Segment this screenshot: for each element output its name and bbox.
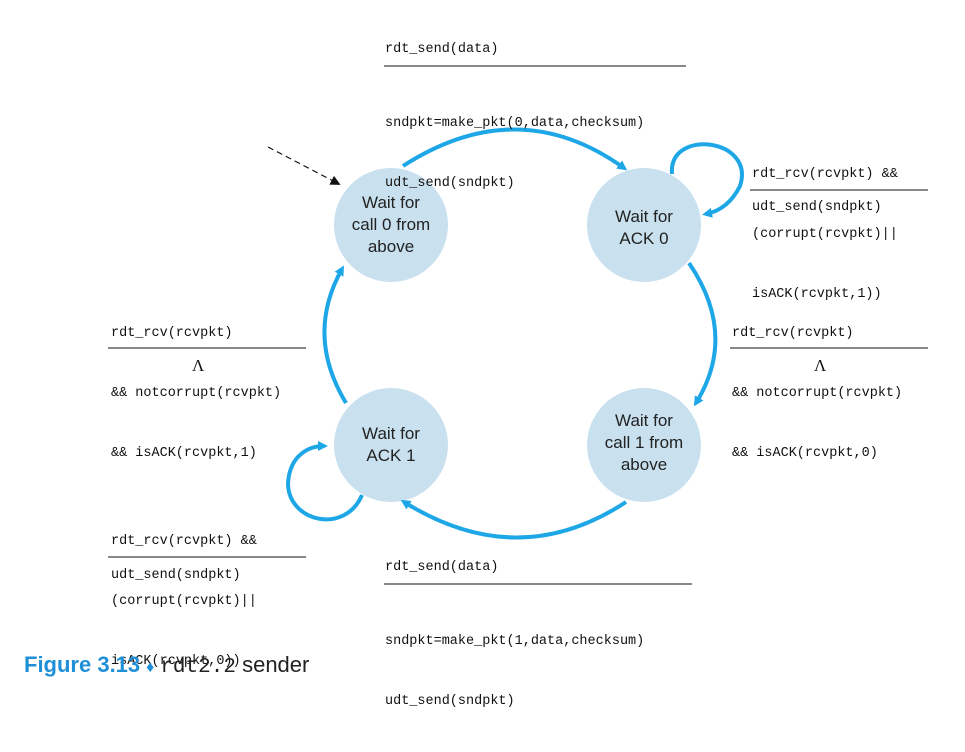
state-label-line: above (367, 237, 415, 256)
event-line: && isACK(rcvpkt,1) (111, 446, 257, 461)
state-label-line: Wait for (615, 207, 673, 226)
event-line: (corrupt(rcvpkt)|| (752, 227, 898, 242)
state-label-line: Wait for (615, 411, 673, 430)
transition-arrow-bottom (400, 499, 628, 540)
state-wait-call0-label: Wait for call 0 from above (332, 192, 450, 258)
transition-left-lambda: Λ (192, 356, 205, 375)
event-line: && isACK(rcvpkt,0) (732, 446, 878, 461)
state-wait-ack1-label: Wait for ACK 1 (332, 423, 450, 467)
state-wait-ack1-circle (334, 388, 448, 502)
state-label-line: ACK 0 (619, 229, 669, 248)
initial-state-arrow (267, 146, 341, 185)
transition-ack1-self-event: rdt_rcv(rcvpkt) && (corrupt(rcvpkt)|| is… (111, 492, 257, 712)
state-wait-call1-label: Wait for call 1 from above (585, 410, 703, 476)
transition-arrow-right (687, 261, 718, 407)
transition-arrow-top (401, 127, 628, 171)
transition-bottom-event: rdt_send(data) (385, 560, 499, 575)
transition-left-event: rdt_rcv(rcvpkt) && notcorrupt(rcvpkt) &&… (111, 284, 281, 504)
state-label-line: above (620, 455, 668, 474)
action-line: sndpkt=make_pkt(0,data,checksum) (385, 116, 645, 131)
state-wait-call0-circle (334, 168, 448, 282)
transition-top-actions: sndpkt=make_pkt(0,data,checksum) udt_sen… (385, 74, 644, 234)
event-line: (corrupt(rcvpkt)|| (111, 594, 257, 609)
transition-ack0-self-action: udt_send(sndpkt) (752, 200, 882, 215)
transition-right-lambda: Λ (814, 356, 827, 375)
transition-bottom-actions: sndpkt=make_pkt(1,data,checksum) udt_sen… (385, 592, 644, 752)
state-label-line: Wait for (362, 424, 420, 443)
transition-top-event: rdt_send(data) (385, 42, 499, 57)
event-line: rdt_rcv(rcvpkt) && (111, 534, 257, 549)
event-line: isACK(rcvpkt,1)) (752, 287, 882, 302)
event-line: && notcorrupt(rcvpkt) (111, 386, 282, 401)
action-line: sndpkt=make_pkt(1,data,checksum) (385, 634, 645, 649)
transition-arrow-ack0-self (669, 142, 744, 218)
transition-ack1-self-action: udt_send(sndpkt) (111, 568, 241, 583)
state-wait-call1-circle (587, 388, 701, 502)
transition-ack0-self-event: rdt_rcv(rcvpkt) && (corrupt(rcvpkt)|| is… (752, 125, 898, 345)
event-line: && notcorrupt(rcvpkt) (732, 386, 903, 401)
action-line: udt_send(sndpkt) (385, 176, 515, 191)
state-label-line: ACK 1 (366, 446, 416, 465)
event-line: rdt_rcv(rcvpkt) (111, 326, 233, 341)
diamond-icon: ♦ (146, 659, 155, 676)
transition-arrow-ack1-self (285, 441, 364, 522)
figure-caption-text: sender (242, 652, 310, 677)
state-label-line: Wait for (362, 193, 420, 212)
state-wait-ack0-circle (587, 168, 701, 282)
event-line: rdt_rcv(rcvpkt) && (752, 167, 898, 182)
state-wait-ack0-label: Wait for ACK 0 (585, 206, 703, 250)
figure-code: rdt2.2 (160, 656, 236, 679)
fsm-diagram: Wait for call 0 from above Wait for ACK … (24, 42, 928, 709)
figure-number: Figure 3.13 (24, 652, 141, 677)
diagram-graphics (108, 65, 928, 585)
state-label-line: call 0 from (351, 215, 431, 234)
event-line: isACK(rcvpkt,0)) (111, 654, 241, 669)
event-line: rdt_rcv(rcvpkt) (732, 326, 854, 341)
action-line: udt_send(sndpkt) (385, 694, 515, 709)
state-label-line: call 1 from (604, 433, 684, 452)
figure-caption: Figure 3.13 ♦ rdt2.2 sender (24, 652, 309, 679)
transition-arrow-left (322, 265, 348, 405)
transition-right-event: rdt_rcv(rcvpkt) && notcorrupt(rcvpkt) &&… (732, 284, 902, 504)
